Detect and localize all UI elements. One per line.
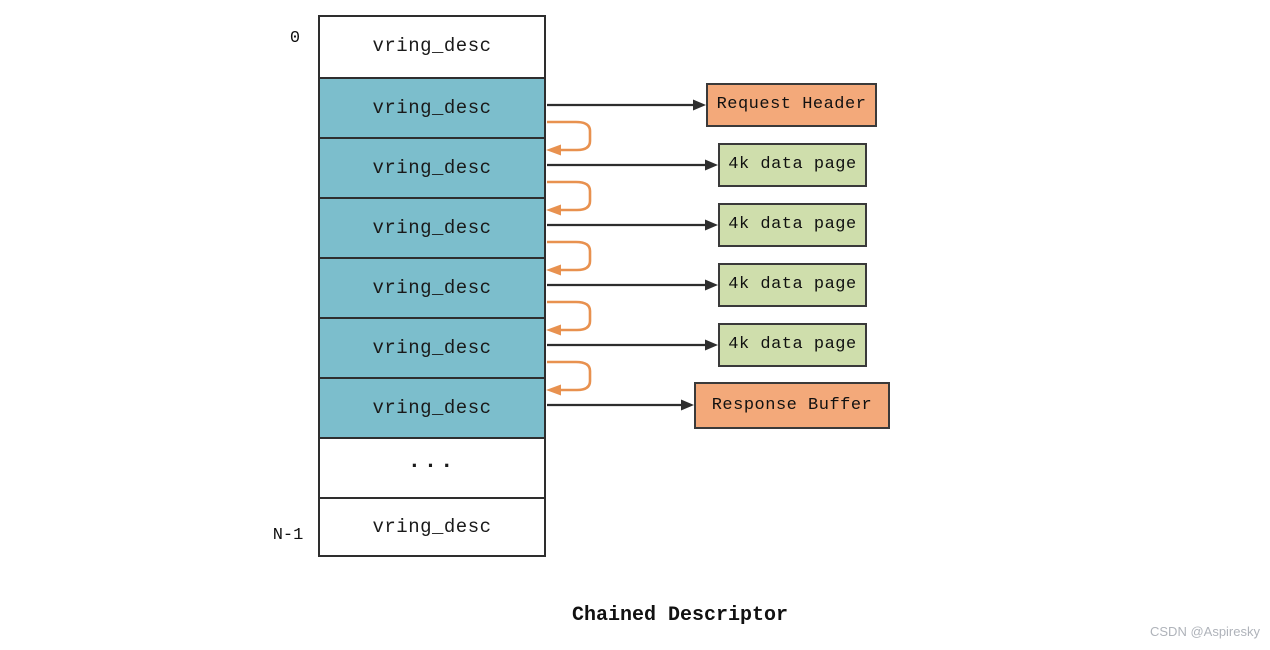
chain-arrow: [546, 120, 592, 156]
vring-descriptor-table: vring_desc vring_desc vring_desc vring_d…: [318, 15, 546, 557]
watermark: CSDN @Aspiresky: [1150, 624, 1260, 639]
request-header-box: Request Header: [706, 83, 877, 127]
ring-end-index-label: N-1: [272, 526, 304, 545]
vring-desc-cell: vring_desc: [320, 377, 544, 437]
pointer-arrow: [547, 339, 718, 351]
vring-desc-cell: vring_desc: [320, 197, 544, 257]
vring-desc-cell: vring_desc: [320, 257, 544, 317]
data-page-box: 4k data page: [718, 263, 867, 307]
response-buffer-box: Response Buffer: [694, 382, 890, 429]
vring-desc-cell: vring_desc: [320, 17, 544, 77]
vring-desc-cell: vring_desc: [320, 317, 544, 377]
chain-arrow: [546, 300, 592, 336]
chain-arrow: [546, 240, 592, 276]
pointer-arrow: [547, 99, 706, 111]
chain-arrow: [546, 360, 592, 396]
data-page-box: 4k data page: [718, 203, 867, 247]
data-page-box: 4k data page: [718, 143, 867, 187]
data-page-box: 4k data page: [718, 323, 867, 367]
vring-desc-cell: vring_desc: [320, 497, 544, 555]
pointer-arrow: [547, 399, 694, 411]
vring-desc-cell: vring_desc: [320, 77, 544, 137]
ellipsis-cell: ...: [320, 437, 544, 497]
pointer-arrow: [547, 279, 718, 291]
vring-desc-cell: vring_desc: [320, 137, 544, 197]
pointer-arrow: [547, 159, 718, 171]
chain-arrow: [546, 180, 592, 216]
ring-start-index-label: 0: [289, 29, 301, 48]
diagram-title: Chained Descriptor: [571, 604, 789, 627]
pointer-arrow: [547, 219, 718, 231]
